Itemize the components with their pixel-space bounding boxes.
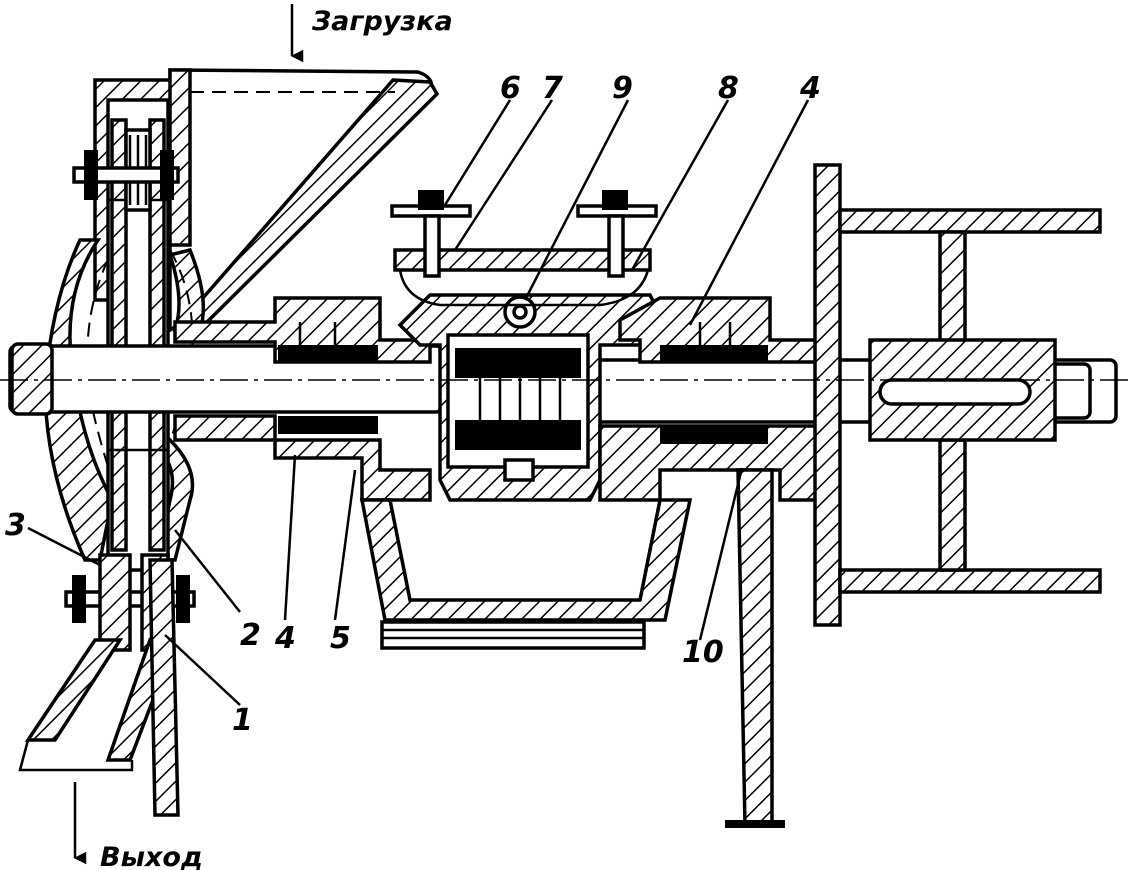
middle-stand <box>359 498 693 650</box>
callout-5: 5 <box>330 621 351 656</box>
callout-7: 7 <box>542 71 563 106</box>
top-clamp-bolt <box>72 150 180 200</box>
callout-10: 10 <box>682 635 724 670</box>
callout-6: 6 <box>500 71 521 106</box>
right-stand-leg <box>725 468 785 828</box>
outlet-label: Выход <box>100 842 203 870</box>
outlet-chute <box>18 637 175 772</box>
callout-leaders <box>27 99 810 706</box>
inlet-label: Загрузка <box>311 6 453 37</box>
drive-pulley <box>813 163 1102 627</box>
left-stand-leg <box>148 558 180 817</box>
coupling-housing <box>397 293 668 502</box>
callout-4-bottom: 4 <box>274 621 296 656</box>
callout-2: 2 <box>240 618 261 653</box>
callout-4-top: 4 <box>799 71 821 106</box>
loading-hopper <box>168 68 440 334</box>
callout-8: 8 <box>718 71 739 106</box>
callout-1: 1 <box>232 703 253 738</box>
callout-3: 3 <box>5 508 26 543</box>
top-cover-with-screws <box>390 190 658 307</box>
left-bearing-housing <box>173 296 432 502</box>
right-bearing-housing <box>598 296 832 502</box>
callout-9: 9 <box>612 71 633 106</box>
